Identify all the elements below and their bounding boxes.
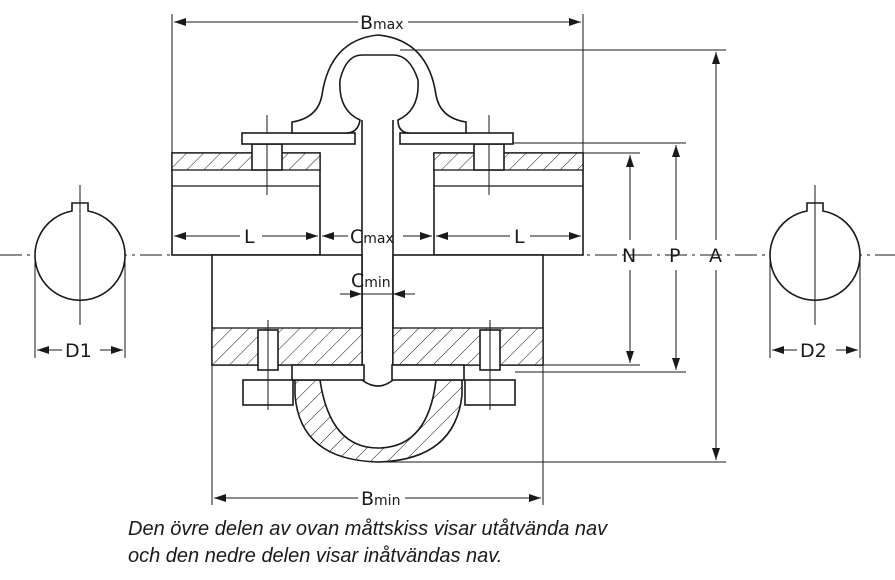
upper-hubs: [171, 34, 584, 256]
lower-hubs: [211, 254, 544, 463]
caption-line-2: och den nedre delen visar inåtvändas nav…: [128, 545, 503, 567]
l-left-label: L: [244, 226, 255, 248]
cmin-label: Cmin: [351, 270, 391, 292]
l-right-label: L: [514, 226, 525, 248]
p-label: P: [669, 245, 680, 267]
bore-d1-section: D1: [34, 185, 126, 362]
cmax-label: Cmax: [350, 226, 394, 248]
bmax-label: Bmax: [360, 12, 404, 34]
caption-line-1: Den övre delen av ovan måttskiss visar u…: [128, 518, 608, 540]
a-label: A: [709, 245, 722, 267]
bmin-label: Bmin: [361, 488, 400, 510]
d2-label: D2: [800, 340, 827, 362]
d1-label: D1: [65, 340, 92, 362]
grid-spring: [361, 120, 394, 387]
bore-d2-section: D2: [769, 185, 861, 362]
n-label: N: [622, 245, 636, 267]
